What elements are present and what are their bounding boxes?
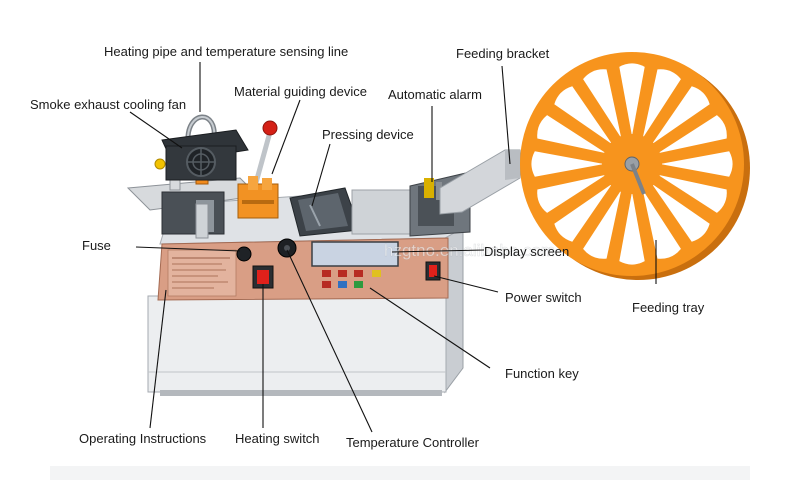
reel-opening	[554, 183, 613, 242]
reel-opening	[583, 69, 622, 139]
reel-opening	[651, 86, 710, 145]
leader-temperature-controller	[286, 249, 373, 433]
feeding-tray-reel	[520, 52, 750, 280]
reel-opening	[619, 192, 645, 265]
label-smoke-fan: Smoke exhaust cooling fan	[30, 97, 187, 112]
label-feeding-tray: Feeding tray	[632, 300, 705, 315]
control-panel	[157, 237, 449, 301]
feeding-bracket-part	[439, 149, 521, 215]
label-display-screen: Display screen	[484, 244, 570, 259]
leader-lines	[129, 62, 657, 433]
label-function-key: Function key	[505, 366, 579, 381]
label-material-guide: Material guiding device	[234, 84, 367, 99]
reel-opening	[657, 174, 727, 213]
reel-opening	[657, 115, 727, 154]
reel-opening	[554, 86, 613, 145]
reel-opening	[651, 183, 710, 242]
reel-shaft	[630, 163, 646, 195]
label-feeding-bracket: Feeding bracket	[456, 46, 550, 61]
reel-opening	[583, 189, 622, 259]
pressing-device-part	[289, 187, 411, 237]
cooling-fan-part	[161, 129, 249, 181]
label-power-switch: Power switch	[505, 290, 582, 305]
leader-smoke-fan	[129, 111, 183, 149]
leader-power-switch	[433, 275, 499, 293]
reel-opening	[531, 151, 604, 177]
leader-feeding-bracket	[501, 65, 511, 165]
label-heating-pipe: Heating pipe and temperature sensing lin…	[104, 44, 349, 59]
label-temperature-controller: Temperature Controller	[346, 435, 479, 450]
reel-opening	[642, 69, 681, 139]
reel-opening	[619, 63, 645, 136]
reel-opening	[660, 151, 733, 177]
material-guiding-part	[195, 120, 279, 239]
leader-material-guide	[271, 99, 301, 175]
leader-function-key	[369, 287, 491, 369]
reel-opening	[537, 115, 607, 154]
leader-display	[391, 249, 485, 253]
leader-operating-instructions	[149, 289, 167, 429]
leader-pressing	[311, 143, 331, 207]
label-pressing-device: Pressing device	[322, 127, 414, 142]
reel-opening	[642, 189, 681, 259]
label-fuse: Fuse	[82, 238, 111, 253]
reel-opening	[537, 174, 607, 213]
label-automatic-alarm: Automatic alarm	[388, 87, 482, 102]
label-operating-instructions: Operating Instructions	[79, 431, 207, 446]
label-heating-switch: Heating switch	[235, 431, 320, 446]
leader-fuse	[135, 246, 241, 252]
